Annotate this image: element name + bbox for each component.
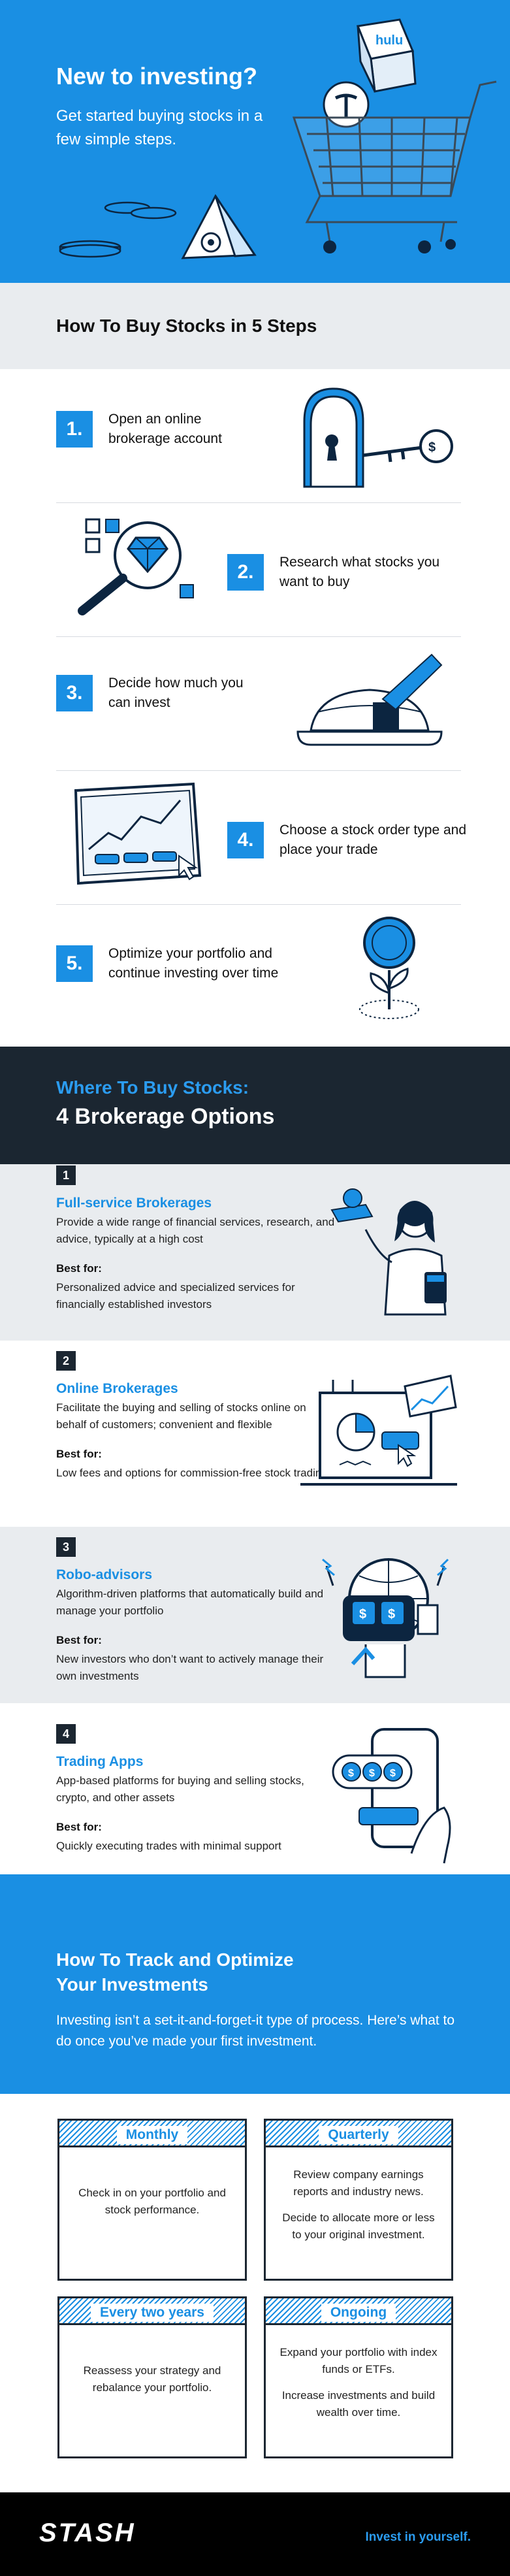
step-3: 3. Decide how much you can invest (56, 637, 461, 771)
option-description: Provide a wide range of financial servic… (56, 1216, 335, 1245)
svg-text:$: $ (369, 1768, 375, 1779)
best-for-text: New investors who don’t want to actively… (56, 1653, 324, 1682)
where-title-line-1: Where To Buy Stocks: (56, 1077, 249, 1098)
card-every-two-years: Every two years Reassess your strategy a… (57, 2296, 247, 2458)
card-text: Reassess your strategy and rebalance you… (83, 2364, 221, 2394)
hulu-logo-text: hulu (375, 33, 403, 48)
steps-title: How To Buy Stocks in 5 Steps (56, 316, 317, 336)
best-for-text: Personalized advice and specialized serv… (56, 1281, 295, 1311)
key-door-icon: $ (303, 387, 453, 488)
card-ongoing: Ongoing Expand your portfolio with index… (264, 2296, 453, 2458)
option-name: Full-service Brokerages (56, 1196, 212, 1211)
option-description: App-based platforms for buying and selli… (56, 1774, 304, 1804)
card-text: Expand your portfolio with index funds o… (279, 2346, 438, 2375)
step-number: 3. (56, 675, 93, 711)
best-for-label: Best for: (56, 1821, 102, 1833)
step-number: 4. (227, 822, 264, 858)
footer-tagline: Invest in yourself. (365, 2530, 471, 2544)
phone-app-icon: $ $ $ (332, 1728, 451, 1864)
brokerage-option-1: 1 Full-service Brokerages Provide a wide… (0, 1164, 510, 1341)
best-for-text: Quickly executing trades with minimal su… (56, 1840, 281, 1852)
hero-title: New to investing? (56, 63, 258, 90)
step-text: Open an online brokerage account (108, 412, 222, 446)
option-number-badge: 4 (56, 1724, 76, 1744)
robot-advisor-icon: $ $ (322, 1558, 449, 1678)
card-title: Quarterly (319, 2126, 398, 2144)
footer: STASH Invest in yourself. (0, 2492, 510, 2576)
track-title: How To Track and Optimize Your Investmen… (56, 1949, 294, 1995)
svg-text:$: $ (348, 1768, 354, 1779)
option-number-badge: 2 (56, 1351, 76, 1371)
step-number: 5. (56, 945, 93, 982)
step-2: 2. Research what stocks you want to buy (56, 503, 461, 637)
step-text: Optimize your portfolio and continue inv… (108, 946, 279, 981)
best-for-label: Best for: (56, 1448, 102, 1460)
trading-screen-icon (74, 782, 202, 885)
step-text: Decide how much you can invest (108, 676, 244, 710)
hero-banner: hulu New to investing? Get started buyin… (0, 0, 510, 283)
step-number: 1. (56, 411, 93, 448)
card-text: Decide to allocate more or less to your … (282, 2211, 435, 2241)
brokerage-option-4: 4 Trading Apps App-based platforms for b… (0, 1703, 510, 1874)
brokerage-option-3: 3 Robo-advisors Algorithm-driven platfor… (0, 1527, 510, 1703)
svg-text:$: $ (359, 1607, 366, 1622)
coin-plant-icon (359, 917, 419, 1019)
best-for-label: Best for: (56, 1262, 102, 1275)
step-5: 5. Optimize your portfolio and continue … (56, 905, 461, 1039)
step-1: 1. Open an online brokerage account $ (56, 369, 461, 503)
brokerage-option-2: 2 Online Brokerages Facilitate the buyin… (0, 1341, 510, 1527)
hero-subtitle: Get started buying stocks in a few simpl… (56, 107, 263, 148)
option-name: Trading Apps (56, 1754, 144, 1769)
step-text: Research what stocks you want to buy (279, 555, 440, 589)
where-to-buy-header: Where To Buy Stocks: 4 Brokerage Options (0, 1047, 510, 1164)
step-text: Choose a stock order type and place your… (279, 823, 467, 857)
card-title: Monthly (116, 2126, 188, 2144)
steps-header: How To Buy Stocks in 5 Steps (0, 283, 510, 369)
option-number-badge: 3 (56, 1537, 76, 1557)
card-title: Every two years (91, 2304, 214, 2322)
shopping-cart-illustration: hulu (59, 18, 497, 259)
card-text: Check in on your portfolio and stock per… (78, 2187, 226, 2216)
option-description: Algorithm-driven platforms that automati… (56, 1588, 324, 1617)
option-name: Robo-advisors (56, 1567, 153, 1582)
card-text: Review company earnings reports and indu… (293, 2168, 424, 2198)
advisor-woman-icon (330, 1188, 447, 1316)
stash-logo[interactable]: STASH (39, 2519, 136, 2547)
card-text: Increase investments and build wealth ov… (281, 2389, 436, 2419)
track-intro: Investing isn’t a set-it-and-forget-it t… (56, 2013, 455, 2049)
schedule-cards: Monthly Check in on your portfolio and s… (0, 2094, 510, 2492)
step-4: 4. Choose a stock order type and place y… (56, 771, 466, 905)
svg-text:$: $ (388, 1607, 395, 1622)
pie-slice-icon (296, 653, 443, 746)
card-monthly: Monthly Check in on your portfolio and s… (57, 2119, 247, 2281)
option-number-badge: 1 (56, 1166, 76, 1185)
step-number: 2. (227, 554, 264, 591)
best-for-label: Best for: (56, 1634, 102, 1646)
laptop-chart-icon (300, 1375, 457, 1486)
best-for-text: Low fees and options for commission-free… (56, 1467, 328, 1479)
track-optimize-section: How To Track and Optimize Your Investmen… (0, 1874, 510, 2094)
hulu-cube-icon: hulu (356, 18, 417, 93)
option-description: Facilitate the buying and selling of sto… (56, 1401, 306, 1431)
magnifier-diamond-icon (78, 518, 194, 615)
svg-text:$: $ (428, 440, 436, 455)
where-title-line-2: 4 Brokerage Options (56, 1104, 275, 1129)
option-name: Online Brokerages (56, 1381, 178, 1396)
card-title: Ongoing (321, 2304, 396, 2322)
card-quarterly: Quarterly Review company earnings report… (264, 2119, 453, 2281)
svg-text:$: $ (390, 1768, 396, 1779)
